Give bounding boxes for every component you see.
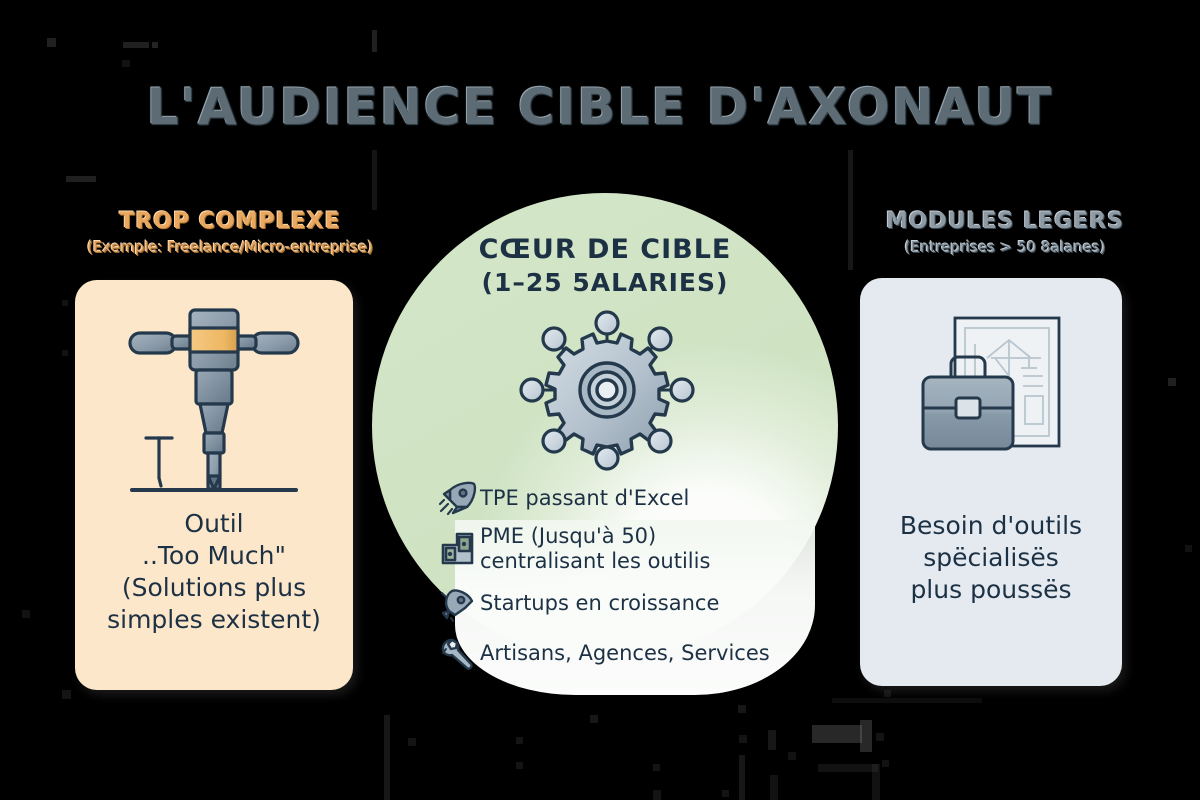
background-artifact xyxy=(123,42,149,48)
left-card: Outil ..Too Much" (Solutions plus simple… xyxy=(75,280,353,690)
jackhammer-icon xyxy=(75,300,353,492)
background-artifact xyxy=(768,730,776,750)
left-card-line2: ..Too Much" xyxy=(142,541,286,570)
background-artifact xyxy=(62,350,68,356)
left-card-sub1: (Solutions plus xyxy=(121,573,307,602)
background-artifact xyxy=(516,762,523,769)
background-artifact xyxy=(653,764,660,771)
background-artifact xyxy=(152,42,158,48)
background-artifact xyxy=(1185,545,1192,552)
background-artifact xyxy=(653,790,661,800)
right-header-label: MODULES LEGERS xyxy=(885,209,1125,234)
list-item-label: PME (Jusqu'à 50) centralisant les outili… xyxy=(480,524,710,574)
right-subheader-label: (Entreprises > 50 8alanes) xyxy=(904,237,1106,256)
right-card-line3: plus poussës xyxy=(910,575,1072,604)
background-artifact xyxy=(590,715,598,723)
right-card-line2: spëcialisës xyxy=(923,543,1059,572)
list-item-label: Startups en croissance xyxy=(480,591,720,616)
page-title: L'AUDIENCE CIBLE D'AXONAUT xyxy=(146,78,1054,136)
list-item[interactable]: Startups en croissance xyxy=(436,584,836,624)
rocket-icon xyxy=(436,478,480,518)
background-artifact xyxy=(47,38,56,47)
background-artifact xyxy=(408,738,416,746)
list-item-label: TPE passant d'Excel xyxy=(480,485,690,510)
background-artifact xyxy=(812,725,862,743)
background-artifact xyxy=(738,705,746,713)
gear-network-icon xyxy=(512,305,702,475)
background-artifact xyxy=(122,60,130,67)
background-artifact xyxy=(384,715,390,800)
background-artifact xyxy=(860,720,872,752)
background-artifact xyxy=(739,735,747,743)
background-artifact xyxy=(516,737,523,744)
rocket-diagonal-icon xyxy=(436,584,480,624)
center-blob-tail xyxy=(455,520,815,695)
background-artifact xyxy=(872,764,880,800)
background-artifact xyxy=(722,790,729,797)
center-column-header: CŒUR DE CIBLE (1–25 5ALARIES) xyxy=(372,232,838,300)
target-audience-list: TPE passant d'Excel PME (Jusqu'à xyxy=(436,478,836,680)
background-artifact xyxy=(788,752,796,760)
background-artifact xyxy=(372,150,377,210)
wrench-icon xyxy=(436,634,480,674)
background-artifact xyxy=(62,690,71,699)
left-card-sub2: simples existent) xyxy=(107,605,321,634)
background-artifact xyxy=(832,698,982,703)
background-artifact xyxy=(770,775,778,800)
briefcase-blueprint-icon xyxy=(860,298,1122,478)
left-card-line1: Outil xyxy=(184,509,244,538)
list-item-label-line2: centralisant les outilis xyxy=(480,548,711,573)
list-item-label: Artisans, Agences, Services xyxy=(480,641,770,666)
background-artifact xyxy=(884,690,891,697)
background-artifact xyxy=(739,755,745,800)
background-artifact xyxy=(22,610,30,618)
left-column-header: TROP COMPLEXE (Exemple: Freelance/Micro-… xyxy=(50,208,410,256)
background-artifact xyxy=(1168,378,1176,386)
right-card-line1: Besoin d'outils xyxy=(899,511,1083,540)
left-card-text: Outil ..Too Much" (Solutions plus simple… xyxy=(75,508,353,636)
list-item[interactable]: Artisans, Agences, Services xyxy=(436,634,836,674)
list-item[interactable]: PME (Jusqu'à 50) centralisant les outili… xyxy=(436,524,836,574)
background-artifact xyxy=(372,30,377,52)
right-column-header: MODULES LEGERS (Entreprises > 50 8alanes… xyxy=(840,208,1170,256)
background-artifact xyxy=(876,733,884,741)
background-artifact xyxy=(66,176,96,182)
right-card: Besoin d'outils spëcialisës plus poussës xyxy=(860,278,1122,686)
left-header-label: TROP COMPLEXE xyxy=(119,209,341,234)
center-header-label: CŒUR DE CIBLE xyxy=(478,234,732,265)
background-artifact xyxy=(818,764,878,772)
list-item[interactable]: TPE passant d'Excel xyxy=(436,478,836,518)
left-subheader-label: (Exemple: Freelance/Micro-entreprise) xyxy=(86,237,374,256)
background-artifact xyxy=(882,760,889,767)
office-building-icon xyxy=(436,529,480,569)
center-subheader-label: (1–25 5ALARIES) xyxy=(481,268,729,298)
list-item-label-line1: PME (Jusqu'à 50) xyxy=(480,524,657,548)
right-card-text: Besoin d'outils spëcialisës plus poussës xyxy=(860,510,1122,606)
background-artifact xyxy=(62,300,68,306)
